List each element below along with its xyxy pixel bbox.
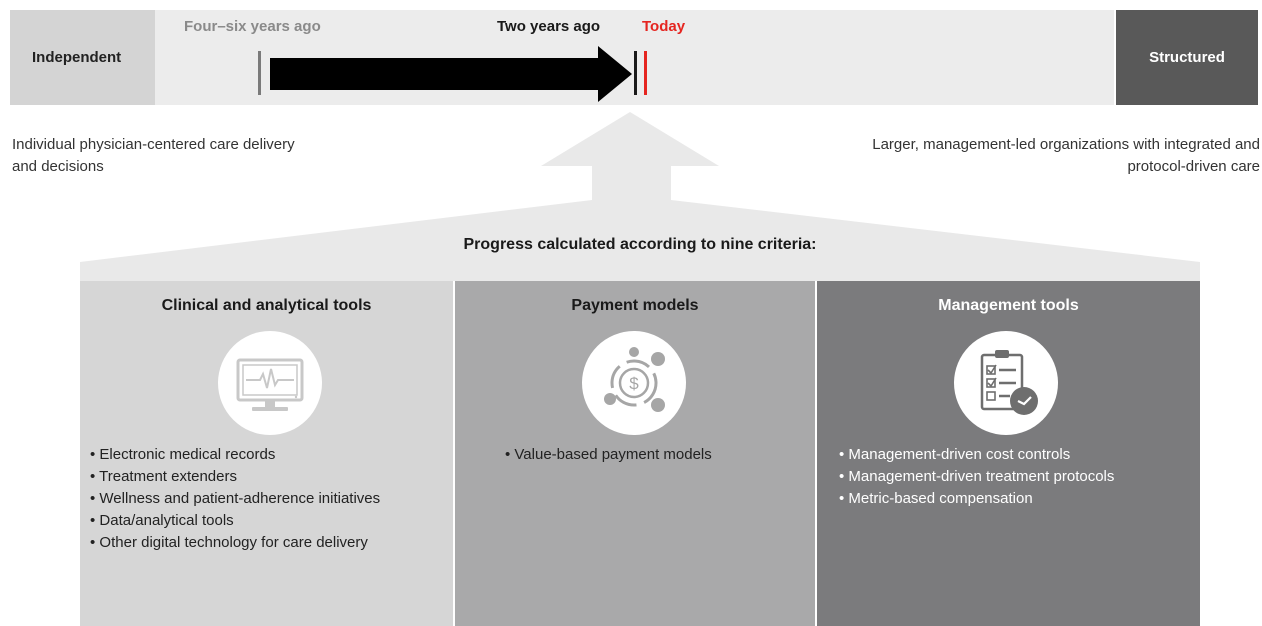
list-item: • Treatment extenders bbox=[90, 468, 237, 485]
independent-description: Individual physician-centered care deliv… bbox=[12, 136, 295, 175]
today-label: Today bbox=[642, 18, 686, 35]
monitor-heartbeat-icon bbox=[218, 331, 322, 435]
progress-arrow-icon bbox=[270, 46, 632, 102]
four-six-years-ago-marker bbox=[258, 51, 261, 95]
list-item: • Other digital technology for care deli… bbox=[90, 534, 368, 551]
list-item: • Management-driven cost controls bbox=[839, 446, 1071, 463]
clinical-tools-list: • Electronic medical records • Treatment… bbox=[90, 444, 380, 554]
payment-models-list: • Value-based payment models bbox=[505, 444, 712, 466]
today-marker bbox=[644, 51, 647, 95]
list-item: • Management-driven treatment protocols bbox=[839, 468, 1115, 485]
svg-text:$: $ bbox=[629, 374, 639, 393]
independent-label: Independent bbox=[10, 10, 155, 105]
list-item: • Data/analytical tools bbox=[90, 512, 234, 529]
two-years-ago-marker bbox=[634, 51, 637, 95]
management-tools-panel: Management tools • Management-driven cos… bbox=[817, 281, 1200, 626]
checklist-clock-icon bbox=[954, 331, 1058, 435]
panel-title: Management tools bbox=[938, 297, 1079, 314]
panel-title: Payment models bbox=[571, 297, 699, 314]
list-item: • Metric-based compensation bbox=[839, 490, 1033, 507]
payment-models-panel: Payment models $ • Value-based payment m… bbox=[455, 281, 815, 626]
divider bbox=[1114, 10, 1116, 105]
list-item: • Wellness and patient-adherence initiat… bbox=[90, 490, 381, 507]
two-years-ago-label: Two years ago bbox=[497, 18, 601, 35]
spectrum-bar: Independent Structured Four–six years ag… bbox=[10, 10, 1258, 105]
criteria-banner-title: Progress calculated according to nine cr… bbox=[463, 236, 817, 253]
structured-label: Structured bbox=[1116, 10, 1258, 105]
clinical-tools-panel: Clinical and analytical tools • Electron… bbox=[80, 281, 453, 626]
list-item: • Electronic medical records bbox=[90, 446, 276, 463]
list-item: • Value-based payment models bbox=[505, 446, 712, 463]
panel-title: Clinical and analytical tools bbox=[161, 297, 372, 314]
dollar-cycle-icon: $ bbox=[582, 331, 686, 435]
structured-description: Larger, management-led organizations wit… bbox=[872, 136, 1260, 175]
management-tools-list: • Management-driven cost controls • Mana… bbox=[839, 444, 1114, 510]
four-six-years-ago-label: Four–six years ago bbox=[184, 18, 321, 35]
